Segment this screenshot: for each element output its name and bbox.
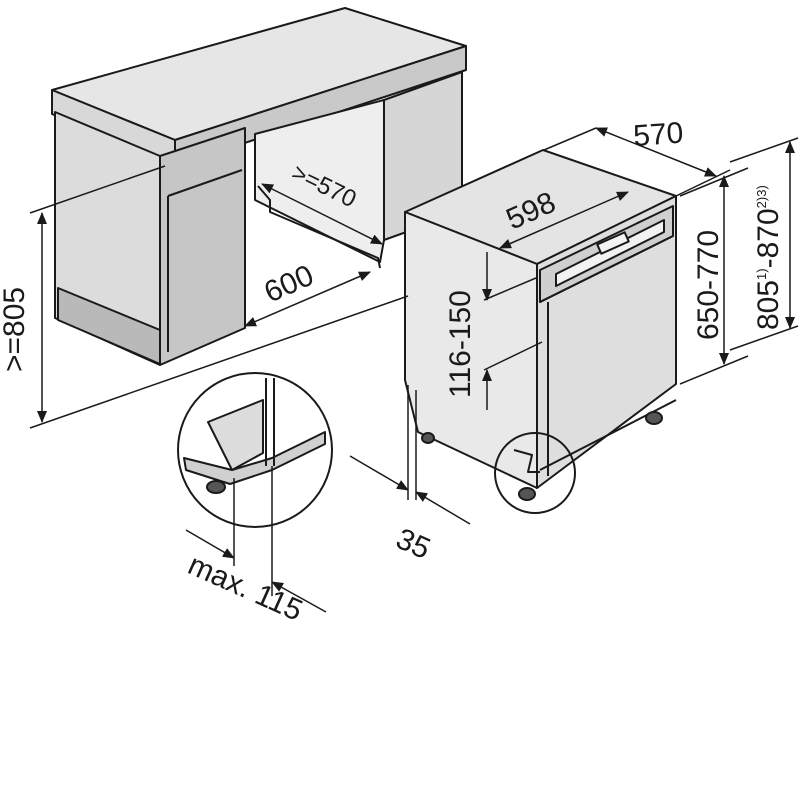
zoom-plinth: [183, 431, 326, 485]
detail-corner: [513, 449, 540, 473]
ext-805-top: [729, 137, 799, 163]
dim-max-right-arrow: [271, 581, 327, 613]
ext-570-right: [675, 169, 731, 197]
door-top-line: [539, 235, 674, 303]
label-max: max. 115: [183, 548, 307, 627]
ext-650-top: [679, 167, 749, 197]
dim-niche-depth: [244, 271, 371, 327]
label-plinth-offset: 35: [391, 522, 435, 566]
ext-650-bottom: [679, 355, 749, 385]
dishwasher-side: [404, 211, 538, 489]
zoom-inset: [177, 372, 333, 528]
dimension-lines: [29, 127, 799, 613]
label-niche-height-sup2: 2)3): [754, 185, 769, 208]
dishwasher: [404, 149, 677, 514]
left-cabinet-plinth: [57, 287, 161, 365]
dim-35-left-arrow: [349, 455, 409, 491]
side-foot: [421, 432, 435, 444]
ext-805-bottom: [729, 325, 799, 351]
label-height-min: >=805: [0, 287, 31, 372]
dim-max-left-arrow: [185, 529, 235, 559]
ext-116-top: [483, 277, 537, 301]
dim-width: [499, 191, 629, 249]
label-niche-height-main: 805: [752, 280, 785, 330]
zoom-panel: [207, 399, 264, 471]
dim-depth: [595, 127, 717, 177]
label-niche-height: 8051)-8702)3): [752, 185, 785, 330]
label-height-range: 650-770: [692, 230, 725, 340]
label-depth: 570: [632, 117, 684, 153]
front-foot: [518, 487, 536, 501]
rear-foot: [645, 411, 663, 425]
left-cabinet-door-line: [167, 169, 243, 197]
label-niche-height-dash: -870: [752, 208, 785, 268]
detail-circle: [494, 432, 576, 514]
ext-116-bottom: [483, 341, 543, 371]
ext-570-left: [543, 127, 597, 151]
label-panel-height: 116-150: [444, 290, 477, 398]
dim-niche-width: [261, 183, 383, 245]
ext-height-top: [29, 165, 166, 214]
label-niche-depth: 600: [259, 259, 318, 310]
dim-35-right-arrow: [415, 491, 471, 525]
kitchen-cabinet: [51, 7, 467, 366]
zoom-foot: [206, 480, 226, 494]
label-niche-height-sup1: 1): [754, 268, 769, 280]
left-cabinet-side: [159, 127, 246, 366]
